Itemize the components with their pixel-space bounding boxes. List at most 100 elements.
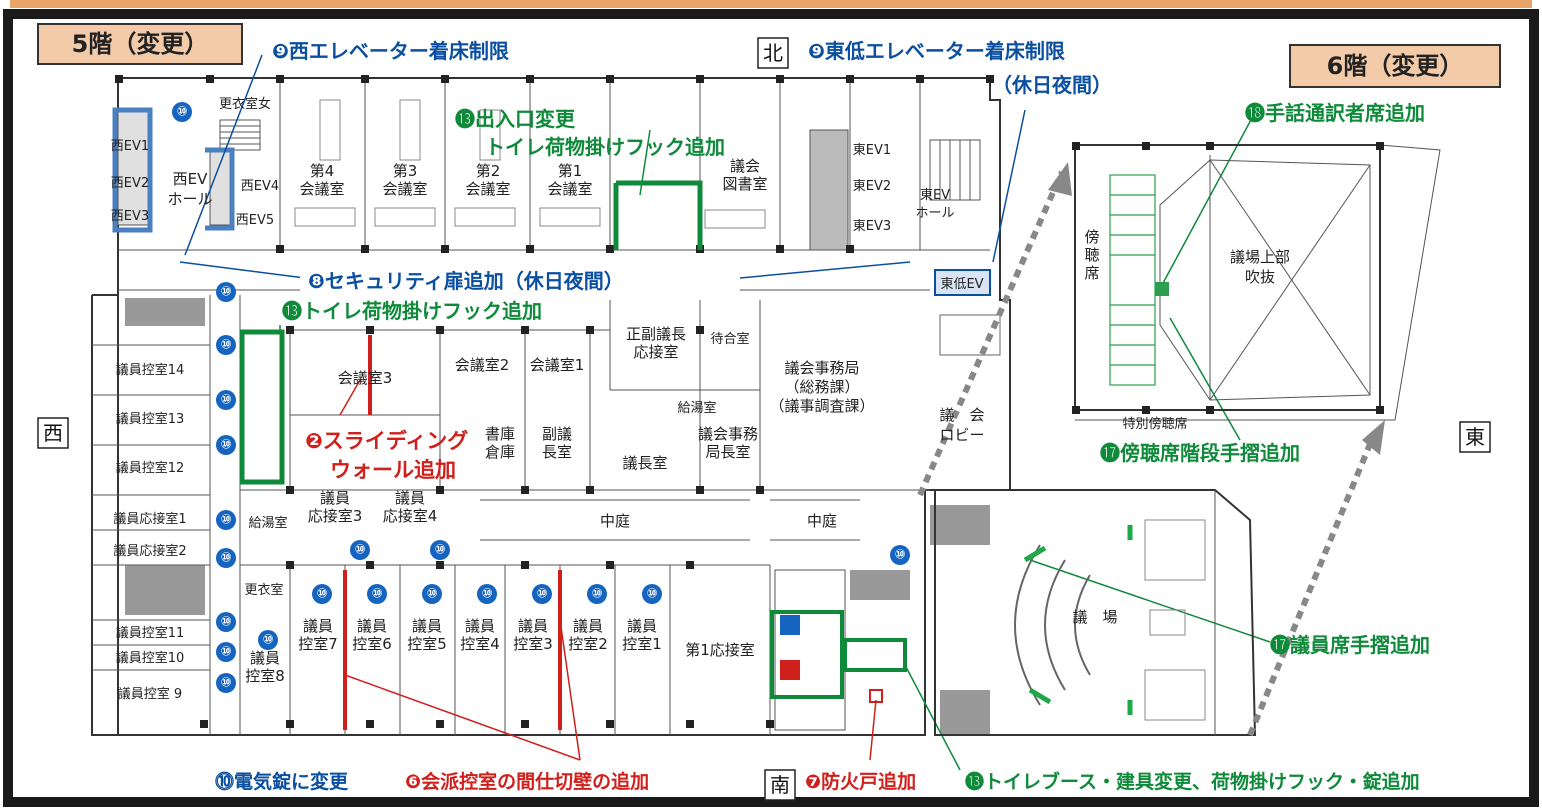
room-hall-void: 議場上部吹抜 (1230, 248, 1290, 286)
room-meeting2: 会議室2 (455, 356, 510, 374)
room-hikae2: 議員控室2 (568, 617, 608, 653)
floor6-plan (1072, 142, 1441, 421)
lock-badge: ⑩ (258, 630, 278, 650)
annotation-13-entrance-sub: トイレ荷物掛けフック追加 (485, 135, 725, 159)
west-ev4: 西EV4 (241, 179, 279, 194)
lock-badge: ⑩ (312, 584, 332, 604)
east-label: 東 (1465, 425, 1485, 449)
room-ousetsu1: 議員応接室1 (113, 511, 186, 527)
room-kitchen: 給湯室 (677, 400, 716, 416)
svg-text:⑩: ⑩ (220, 645, 231, 660)
east-ev2: 東EV2 (853, 178, 891, 194)
room-meeting1: 会議室1 (530, 356, 585, 374)
lock-badge: ⑩ (172, 102, 192, 122)
room-locker: 更衣室 (244, 582, 283, 598)
room-vice-chair: 副議長室 (542, 425, 572, 461)
room-reception1: 第1応接室 (685, 641, 755, 659)
compass-east: 東 (1459, 421, 1491, 453)
svg-text:⑩: ⑩ (894, 548, 905, 563)
annotation-7: ❼防火戸追加 (805, 770, 916, 793)
south-label: 南 (770, 773, 790, 797)
west-ev3: 西EV3 (111, 209, 149, 224)
room-hikae3: 議員控室3 (513, 617, 553, 653)
west-label: 西 (43, 421, 63, 445)
lock-badge: ⑩ (216, 335, 236, 355)
lock-badge: ⑩ (216, 510, 236, 530)
annotation-9-east-sub: （休日夜間） (992, 73, 1112, 97)
room-locker-women: 更衣室女 (219, 96, 271, 112)
svg-text:⑩: ⑩ (262, 633, 273, 648)
lock-badge: ⑩ (216, 435, 236, 455)
lock-badge: ⑩ (216, 548, 236, 568)
room-courtyard1: 中庭 (600, 512, 630, 530)
room-hikae6: 議員控室6 (352, 617, 392, 653)
room-chairman: 議長室 (622, 454, 667, 472)
annotation-13-toilet: ⓭トイレ荷物掛けフック追加 (282, 299, 542, 323)
room-gi-ousetsu4: 議員応接室4 (383, 489, 438, 525)
room-gallery-seats: 傍聴席 (1084, 228, 1099, 282)
lock-badge: ⑩ (477, 584, 497, 604)
annotation-17-stairs: ⓱傍聴席階段手摺追加 (1100, 441, 1300, 465)
svg-text:⑩: ⑩ (481, 587, 492, 602)
svg-text:⑩: ⑩ (426, 587, 437, 602)
room-hikae10: 議員控室10 (116, 650, 185, 666)
floor5-label-text: 5階（変更） (72, 30, 209, 58)
svg-text:⑩: ⑩ (220, 676, 231, 691)
room-hikae9: 議員控室 9 (118, 686, 182, 702)
annotation-10: ⓾電気錠に変更 (215, 770, 349, 793)
lock-badge: ⑩ (890, 545, 910, 565)
modification-highlights (112, 54, 1271, 771)
svg-text:⑩: ⑩ (316, 587, 327, 602)
room-ousetsu2: 議員応接室2 (113, 543, 186, 559)
room-kitchen2: 給湯室 (248, 515, 287, 531)
room-hikae12: 議員控室12 (116, 460, 185, 476)
room-hikae7: 議員控室7 (298, 617, 338, 653)
room-hikae14: 議員控室14 (116, 362, 185, 378)
room-hikae5: 議員控室5 (407, 617, 447, 653)
room-hikae13: 議員控室13 (116, 411, 185, 427)
svg-text:⑩: ⑩ (220, 513, 231, 528)
floor6-label-text: 6階（変更） (1327, 52, 1464, 80)
floor5-label: 5階（変更） (37, 23, 243, 65)
lock-badge: ⑩ (532, 584, 552, 604)
lock-badge: ⑩ (367, 584, 387, 604)
floor6-label: 6階（変更） (1289, 44, 1501, 88)
annotation-2-sub: ウォール追加 (330, 458, 456, 482)
compass-north: 北 (757, 37, 789, 69)
svg-text:⑩: ⑩ (220, 393, 231, 408)
room-vice-chair-reception: 正副議長応接室 (626, 325, 686, 361)
svg-text:⑩: ⑩ (176, 105, 187, 120)
svg-text:⑩: ⑩ (354, 543, 365, 558)
room-secretariat: 議会事務局（総務課）（議事調査課） (769, 359, 874, 415)
floor5-plan (91, 75, 1011, 736)
compass-west: 西 (37, 417, 69, 449)
annotation-18: ⓲手話通訳者席追加 (1245, 101, 1425, 125)
room-hikae8: 議員控室8 (245, 649, 285, 685)
room-hikae11: 議員控室11 (116, 625, 185, 641)
svg-text:⑩: ⑩ (220, 438, 231, 453)
room-hikae1: 議員控室1 (622, 617, 662, 653)
west-ev1: 西EV1 (111, 139, 149, 154)
lock-badge: ⑩ (587, 584, 607, 604)
annotations: ❾西エレベーター着床制限 ❾東低エレベーター着床制限 （休日夜間） ⓭出入口変更… (215, 39, 1430, 793)
svg-text:⑩: ⑩ (220, 285, 231, 300)
west-ev5: 西EV5 (236, 213, 274, 228)
west-ev2: 西EV2 (111, 176, 149, 191)
lock-badge: ⑩ (216, 642, 236, 662)
annotation-8: ❽セキュリティ扉追加（休日夜間） (308, 269, 624, 293)
room-lobby: 議 会ロビー (939, 406, 984, 444)
room-waiting: 待合室 (710, 331, 749, 347)
lock-badge: ⑩ (350, 540, 370, 560)
svg-text:⑩: ⑩ (371, 587, 382, 602)
svg-text:⑩: ⑩ (591, 587, 602, 602)
electric-lock-badges: ⑩ ⑩ ⑩ ⑩ ⑩ ⑩ ⑩ ⑩ ⑩ ⑩ ⑩ ⑩ ⑩ ⑩ ⑩ ⑩ ⑩ ⑩ ⑩ ⑩ … (172, 102, 910, 693)
room-gi-ousetsu3: 議員応接室3 (308, 489, 363, 525)
room-hikae4: 議員控室4 (460, 617, 500, 653)
svg-text:⑩: ⑩ (220, 338, 231, 353)
assembly-hall (934, 489, 1257, 736)
